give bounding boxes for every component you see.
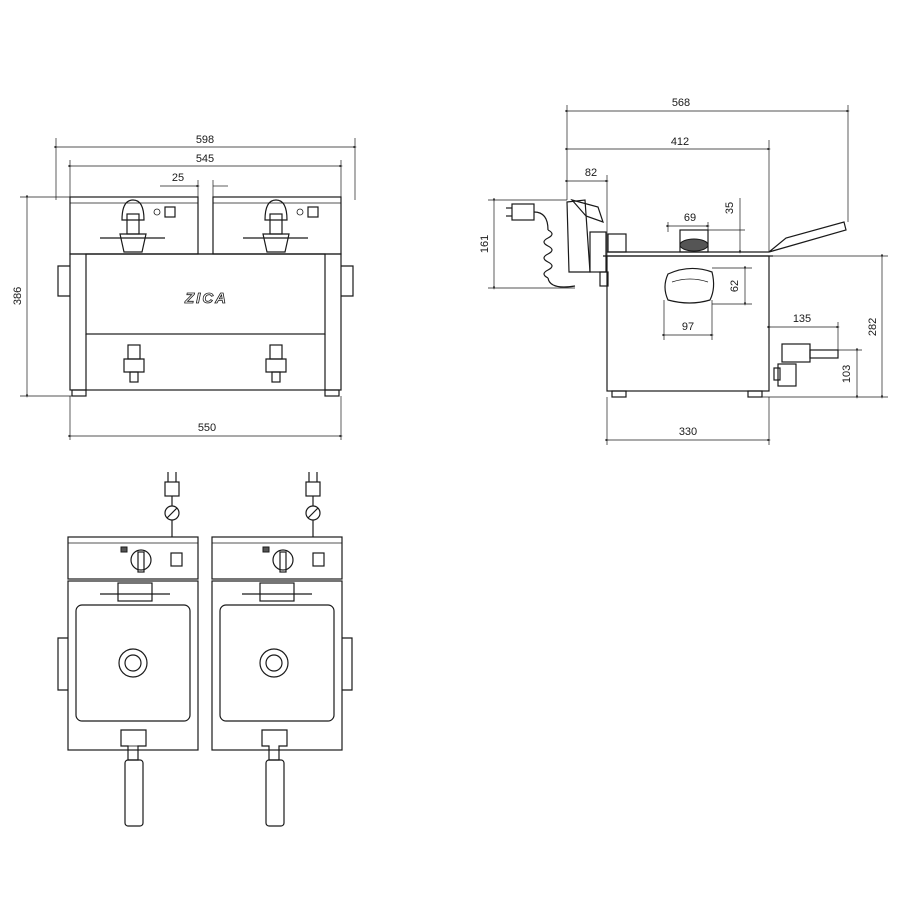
dim-568: 568 (672, 97, 690, 109)
dim-598: 598 (196, 134, 214, 146)
side-handle (664, 267, 715, 304)
fryer-unit-left (67, 472, 199, 827)
brand-logo: ZICA (184, 290, 228, 307)
power-cable (506, 203, 576, 288)
drain-tap-left (123, 344, 145, 383)
front-view: ZICA 598 545 2 (12, 134, 357, 440)
dimension-tap-height: 103 (762, 348, 862, 399)
dim-103: 103 (841, 365, 853, 383)
dim-135: 135 (793, 313, 811, 325)
dim-386: 386 (12, 287, 24, 305)
dim-35: 35 (724, 202, 736, 214)
dim-62: 62 (729, 280, 741, 292)
dimension-tank-depth: 412 (565, 136, 771, 252)
basket-handle (768, 221, 847, 253)
dim-161: 161 (479, 235, 491, 253)
thermostat-knob-right (243, 199, 319, 253)
dimension-cable-height: 161 (479, 198, 575, 290)
dimension-tap-length: 135 (767, 313, 840, 350)
dimension-handle-width: 97 (662, 300, 714, 340)
drain-tap-right (265, 344, 287, 383)
dim-412: 412 (671, 136, 689, 148)
dim-82: 82 (585, 167, 597, 179)
dim-25: 25 (172, 172, 184, 184)
dimension-gap: 25 (160, 172, 228, 254)
side-view: 568 412 82 161 69 35 (479, 97, 888, 445)
dimension-base-width: 550 (68, 396, 343, 440)
dim-330: 330 (679, 426, 697, 438)
dimension-lid-width: 69 (666, 212, 710, 232)
dim-550: 550 (198, 422, 216, 434)
dimension-handle-height: 62 (712, 266, 752, 306)
dimension-base-depth: 330 (605, 397, 771, 445)
dimension-head-depth: 82 (565, 167, 609, 256)
dim-69: 69 (684, 212, 696, 224)
dimension-overall-width: 598 (54, 134, 357, 200)
control-head-side (566, 198, 627, 287)
drain-tap-side (773, 343, 839, 387)
dim-545: 545 (196, 153, 214, 165)
dimension-height: 386 (12, 195, 72, 398)
fryer-unit-right (211, 472, 343, 827)
dimension-side-height: 282 (773, 254, 888, 399)
dim-282: 282 (867, 318, 879, 336)
top-view (57, 472, 353, 827)
thermostat-knob-left (100, 199, 176, 253)
dimension-top-width: 545 (68, 153, 343, 197)
dimension-lid-height: 35 (708, 198, 745, 254)
dim-97: 97 (682, 321, 694, 333)
dimension-overall-depth: 568 (565, 97, 850, 222)
